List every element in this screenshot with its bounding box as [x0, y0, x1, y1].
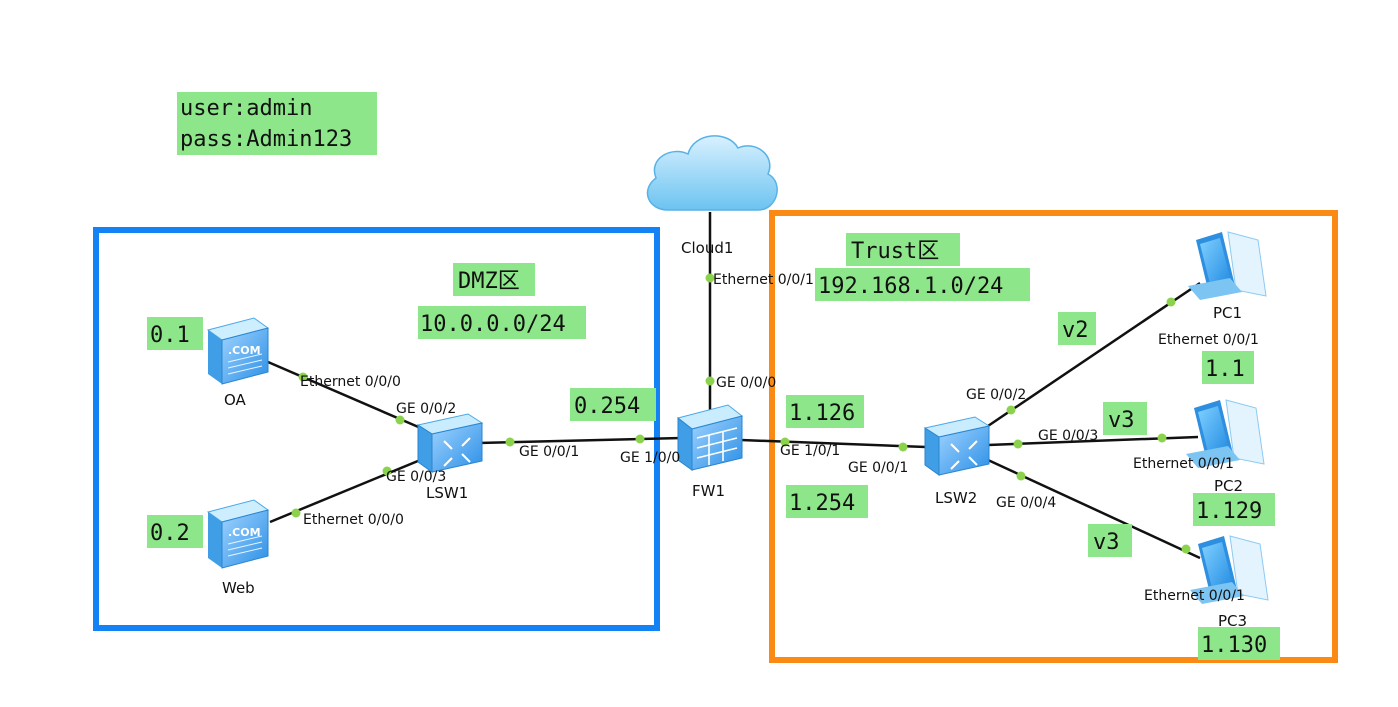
dmz-zone-name: DMZ区: [458, 269, 520, 294]
vlan-note: [1088, 524, 1132, 557]
port-label: Ethernet 0/0/1: [1158, 332, 1259, 348]
pc-icon[interactable]: [1190, 535, 1269, 604]
oa-ip: 0.1: [150, 323, 190, 348]
pc3-ip: 1.130: [1201, 633, 1267, 658]
port-dot: [291, 508, 301, 518]
pc-icon[interactable]: [1188, 231, 1267, 300]
port-label: Ethernet 0/0/0: [303, 512, 404, 528]
port-dot: [705, 376, 715, 386]
credentials-pass-text: pass:Admin123: [180, 127, 352, 152]
port-label: GE 0/0/2: [396, 401, 456, 417]
pc-icon[interactable]: [1186, 399, 1265, 468]
lsw1-label: LSW1: [426, 484, 468, 502]
trust-subnet: 192.168.1.0/24: [818, 274, 1003, 299]
server-icon[interactable]: .COM: [206, 499, 270, 569]
note-backgrounds: [147, 92, 1280, 660]
web-ip: 0.2: [150, 521, 190, 546]
pc1-vlan: v2: [1062, 318, 1089, 343]
port-label: Ethernet 0/0/1: [713, 272, 814, 288]
port-dot: [635, 434, 645, 444]
port-dot: [1157, 433, 1167, 443]
fw-trust-ip-bottom: 1.254: [789, 491, 855, 516]
vlan-note: [1058, 312, 1096, 345]
fw-dmz-ip: 0.254: [574, 394, 640, 419]
port-dot: [1181, 544, 1191, 554]
link-oa-lsw1: [267, 360, 431, 434]
dmz-subnet: 10.0.0.0/24: [420, 312, 566, 337]
switch-icon[interactable]: [416, 413, 484, 473]
port-label: GE 0/0/4: [996, 495, 1056, 511]
pc1-ip: 1.1: [1205, 357, 1245, 382]
link-lsw2-pc1: [984, 281, 1201, 430]
port-dot: [898, 442, 908, 452]
port-dot: [780, 437, 790, 447]
port-label: GE 0/0/1: [848, 460, 908, 476]
ip-note: [1198, 627, 1280, 660]
port-dot: [705, 273, 715, 283]
dmz-subnet-note: [418, 306, 586, 339]
svg-text:.COM: .COM: [228, 526, 261, 539]
pc2-ip: 1.129: [1196, 499, 1262, 524]
port-label: Ethernet 0/0/1: [1144, 588, 1245, 604]
ip-note: [570, 388, 656, 421]
ip-note: [147, 317, 203, 350]
port-label: GE 0/0/0: [716, 375, 776, 391]
port-label: Ethernet 0/0/1: [1133, 456, 1234, 472]
port-dot: [1006, 405, 1016, 415]
port-label: GE 0/0/2: [966, 387, 1026, 403]
port-dot: [395, 415, 405, 425]
port-label: GE 1/0/0: [620, 450, 680, 466]
switch-icon[interactable]: [923, 416, 991, 476]
port-dot: [1013, 439, 1023, 449]
trust-subnet-note: [815, 268, 1030, 301]
trust-zone-name: Trust区: [851, 239, 939, 264]
dmz-zone-border: [93, 227, 660, 631]
dmz-zone-name-note: [453, 263, 535, 296]
pc2-vlan: v3: [1108, 408, 1135, 433]
pc2-label: PC2: [1214, 477, 1243, 495]
oa-label: OA: [224, 391, 247, 409]
ip-note: [1193, 493, 1275, 526]
trust-zone-border: [769, 210, 1338, 663]
svg-text:.COM: .COM: [228, 344, 261, 357]
pc3-vlan: v3: [1093, 530, 1120, 555]
fw-trust-ip-top: 1.126: [789, 401, 855, 426]
port-dot: [298, 372, 308, 382]
ip-note: [147, 515, 203, 548]
server-icon[interactable]: .COM: [206, 317, 270, 385]
vlan-note: [1103, 402, 1147, 435]
port-dot: [382, 466, 392, 476]
port-dots: [291, 273, 1191, 554]
lsw2-label: LSW2: [935, 489, 977, 507]
port-label: GE 1/0/1: [780, 443, 840, 459]
credentials-note: [177, 92, 377, 155]
web-label: Web: [222, 579, 255, 597]
fw1-label: FW1: [692, 482, 725, 500]
trust-zone-name-note: [846, 233, 960, 266]
port-label: GE 0/0/1: [519, 444, 579, 460]
ip-note: [786, 485, 868, 518]
firewall-icon[interactable]: [676, 404, 744, 471]
ip-note: [786, 395, 864, 428]
credentials-user-text: user:admin: [180, 96, 312, 121]
port-label: Ethernet 0/0/0: [300, 374, 401, 390]
ip-note: [1202, 351, 1254, 384]
pc3-label: PC3: [1218, 612, 1247, 630]
port-dot: [505, 437, 515, 447]
link-fw-lsw2: [740, 438, 927, 449]
cloud1-label: Cloud1: [681, 239, 733, 257]
cloud-icon[interactable]: [646, 135, 778, 211]
port-dot: [1016, 471, 1026, 481]
port-label: GE 0/0/3: [386, 469, 446, 485]
pc1-label: PC1: [1213, 304, 1242, 322]
port-dot: [1166, 297, 1176, 307]
port-label: GE 0/0/3: [1038, 428, 1098, 444]
